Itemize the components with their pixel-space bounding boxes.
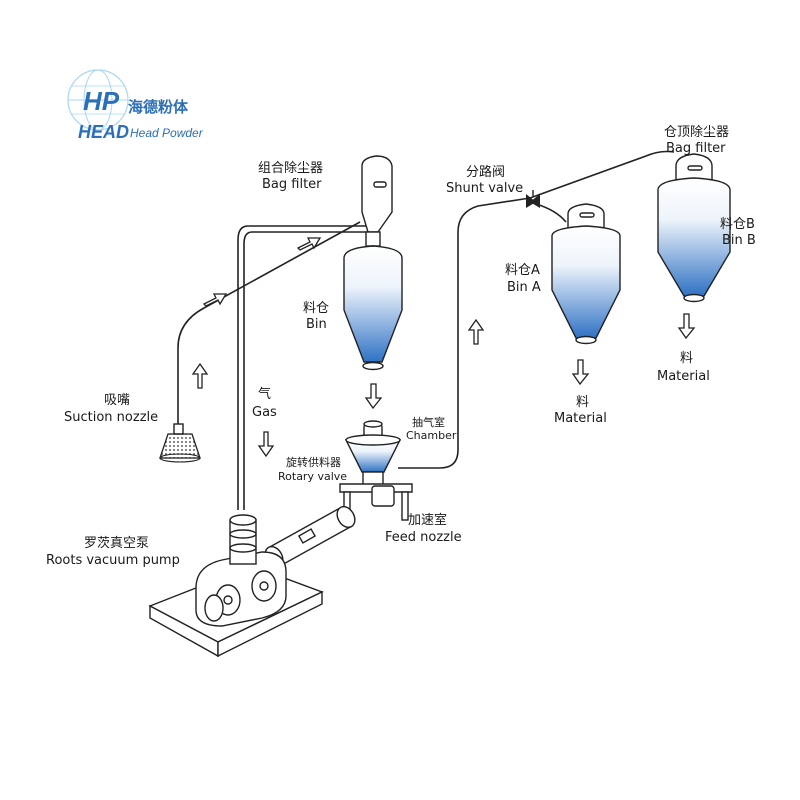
arrow-right-icon bbox=[202, 293, 228, 307]
arrow-up-icon bbox=[467, 318, 485, 345]
suction-pipe bbox=[177, 221, 361, 430]
brand-name-cn: 海德粉体 bbox=[128, 98, 189, 116]
label-suction-nozzle-cn: 吸嘴 bbox=[104, 393, 130, 408]
label-bin-b-cn: 料仓B bbox=[720, 217, 755, 232]
bag-filter-left bbox=[361, 155, 393, 255]
label-bag-filter-right-en: Bag filter bbox=[666, 141, 726, 156]
label-material-a-cn: 料 bbox=[576, 395, 589, 410]
label-gas-en: Gas bbox=[252, 405, 277, 420]
brand-logo: HP 海德粉体 HEAD Head Powder bbox=[67, 69, 204, 142]
arrow-down-icon bbox=[677, 313, 696, 340]
label-material-b-cn: 料 bbox=[680, 351, 693, 366]
label-roots-pump-en: Roots vacuum pump bbox=[46, 553, 180, 568]
label-bag-filter-right-cn: 仓顶除尘器 bbox=[664, 125, 729, 140]
arrow-down-icon bbox=[571, 359, 590, 386]
brand-name-en-big: HEAD bbox=[78, 122, 129, 142]
delivery-pipe-bin-b bbox=[529, 150, 675, 199]
gas-pipe bbox=[237, 225, 366, 510]
label-rotary-valve-en: Rotary valve bbox=[278, 470, 347, 483]
arrow-up-icon bbox=[191, 362, 209, 389]
label-suction-nozzle-en: Suction nozzle bbox=[64, 410, 158, 425]
label-material-b-en: Material bbox=[657, 369, 710, 384]
shunt-valve bbox=[526, 190, 540, 208]
feed-nozzle-frame bbox=[339, 483, 413, 521]
brand-name-en: Head Powder bbox=[130, 126, 204, 140]
suction-nozzle bbox=[159, 423, 201, 463]
flow-arrows bbox=[191, 237, 696, 458]
arrow-down-icon bbox=[257, 431, 275, 458]
label-material-a-en: Material bbox=[554, 411, 607, 426]
label-gas-cn: 气 bbox=[258, 386, 271, 402]
globe-icon bbox=[67, 69, 129, 131]
label-bag-filter-left-cn: 组合除尘器 bbox=[258, 161, 323, 176]
label-chamber-en: Chamber bbox=[406, 429, 457, 442]
delivery-pipe-bin-a bbox=[535, 203, 567, 223]
logo-mark: HP bbox=[83, 86, 120, 116]
conveying-pipes bbox=[177, 150, 675, 510]
diagram-labels: 组合除尘器 Bag filter 料仓 Bin 吸嘴 Suction nozzl… bbox=[46, 125, 756, 568]
arrow-right-icon bbox=[296, 237, 322, 251]
delivery-pipe bbox=[398, 197, 531, 469]
bin-a bbox=[551, 203, 621, 345]
label-bin-a-cn: 料仓A bbox=[505, 263, 540, 278]
bin-b bbox=[657, 153, 731, 303]
arrow-down-icon bbox=[364, 383, 383, 410]
label-bin-en: Bin bbox=[306, 317, 327, 332]
label-bag-filter-left-en: Bag filter bbox=[262, 177, 322, 192]
label-shunt-valve-en: Shunt valve bbox=[446, 181, 523, 196]
bin-left bbox=[343, 245, 403, 371]
label-bin-b-en: Bin B bbox=[722, 233, 756, 248]
label-bin-cn: 料仓 bbox=[303, 301, 329, 316]
label-feed-nozzle-en: Feed nozzle bbox=[385, 530, 462, 545]
roots-vacuum-pump bbox=[148, 505, 356, 658]
label-rotary-valve-cn: 旋转供料器 bbox=[286, 455, 341, 469]
label-chamber-cn: 抽气室 bbox=[412, 415, 445, 429]
label-shunt-valve-cn: 分路阀 bbox=[466, 164, 505, 180]
label-roots-pump-cn: 罗茨真空泵 bbox=[84, 536, 149, 551]
rotary-valve bbox=[344, 420, 402, 487]
label-bin-a-en: Bin A bbox=[507, 280, 541, 295]
label-feed-nozzle-cn: 加速室 bbox=[408, 512, 447, 528]
gas-pipe-inner bbox=[243, 231, 372, 510]
